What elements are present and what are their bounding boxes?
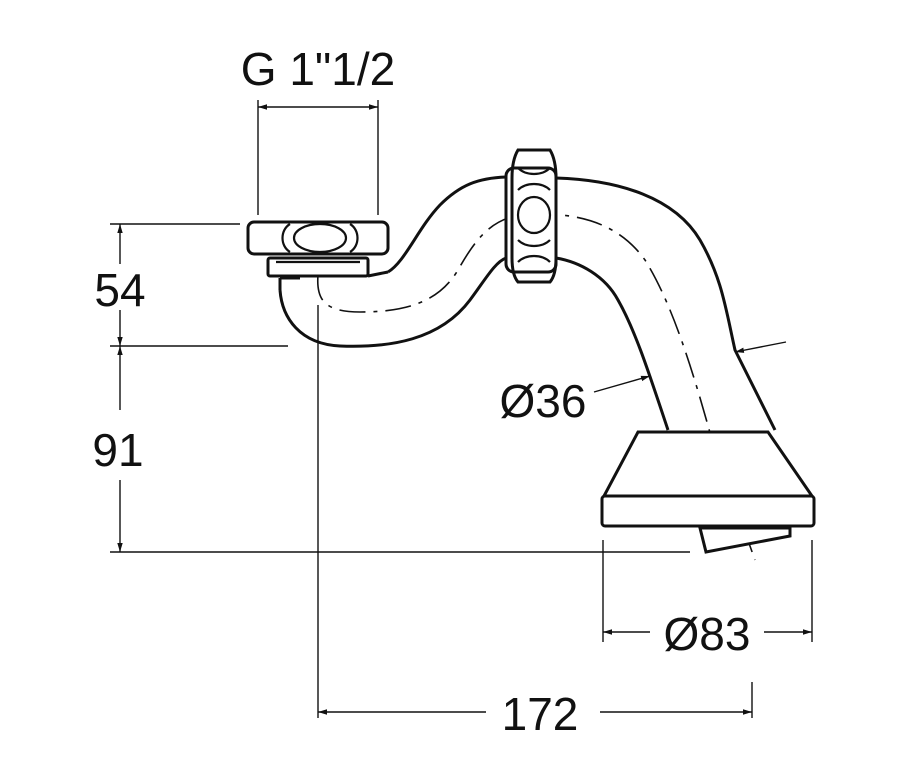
- pipe-diameter-dimension: Ø36: [500, 341, 787, 427]
- coupling-nut: [246, 220, 390, 278]
- spout-body: [246, 148, 816, 561]
- height-upper-label: 54: [94, 264, 145, 316]
- shower-rose: [600, 430, 816, 554]
- pipe-upper-contour: [387, 175, 777, 431]
- thread-size-label: G 1"1/2: [241, 43, 395, 95]
- pipe-lower-contour: [278, 256, 670, 431]
- rose-diameter-label: Ø83: [664, 608, 751, 660]
- pipe-diameter-label: Ø36: [500, 375, 587, 427]
- centre-line: [316, 213, 756, 561]
- union-collar: [504, 148, 558, 284]
- height-lower-label: 91: [92, 424, 143, 476]
- pipe-neck: [278, 270, 389, 290]
- thread-dimension: G 1"1/2: [241, 43, 395, 215]
- height-dimensions: 54 91: [92, 223, 690, 553]
- rose-diameter-dimension: Ø83: [602, 540, 813, 660]
- projection-label: 172: [502, 688, 579, 740]
- projection-dimension: 172: [317, 305, 753, 740]
